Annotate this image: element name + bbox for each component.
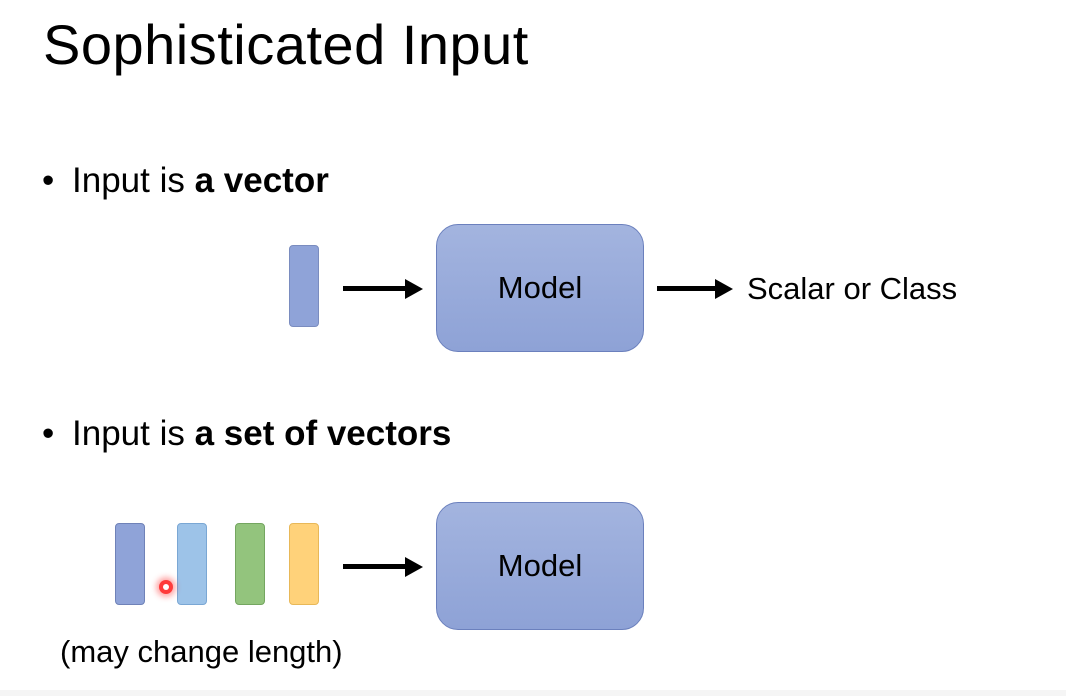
output-label: Scalar or Class [747,271,958,306]
bullet-text-emphasis: a vector [194,161,329,200]
right-arrow-icon [343,556,423,577]
vector-3 [235,523,265,605]
bullet-text-prefix: Input is [72,161,195,200]
bullet-input-vector: • Input is a vector [42,163,329,198]
bottom-strip [0,690,1066,696]
bullet-text-prefix: Input is [72,414,195,453]
model-label: Model [497,548,583,583]
length-note: (may change length) [60,634,343,669]
model-box: Model [436,502,644,630]
model-label: Model [497,270,583,305]
right-arrow-icon [343,278,423,299]
bullet-dot-icon: • [42,414,55,453]
vector-4 [289,523,319,605]
single-vector [289,245,319,327]
vector-1 [115,523,145,605]
bullet-text-emphasis: a set of vectors [194,414,452,453]
vector-2 [177,523,207,605]
model-box: Model [436,224,644,352]
bullet-dot-icon: • [42,161,55,200]
laser-pointer-icon [159,580,173,594]
slide-title: Sophisticated Input [43,13,529,76]
bullet-input-set-of-vectors: • Input is a set of vectors [42,416,451,451]
right-arrow-icon [657,278,733,299]
